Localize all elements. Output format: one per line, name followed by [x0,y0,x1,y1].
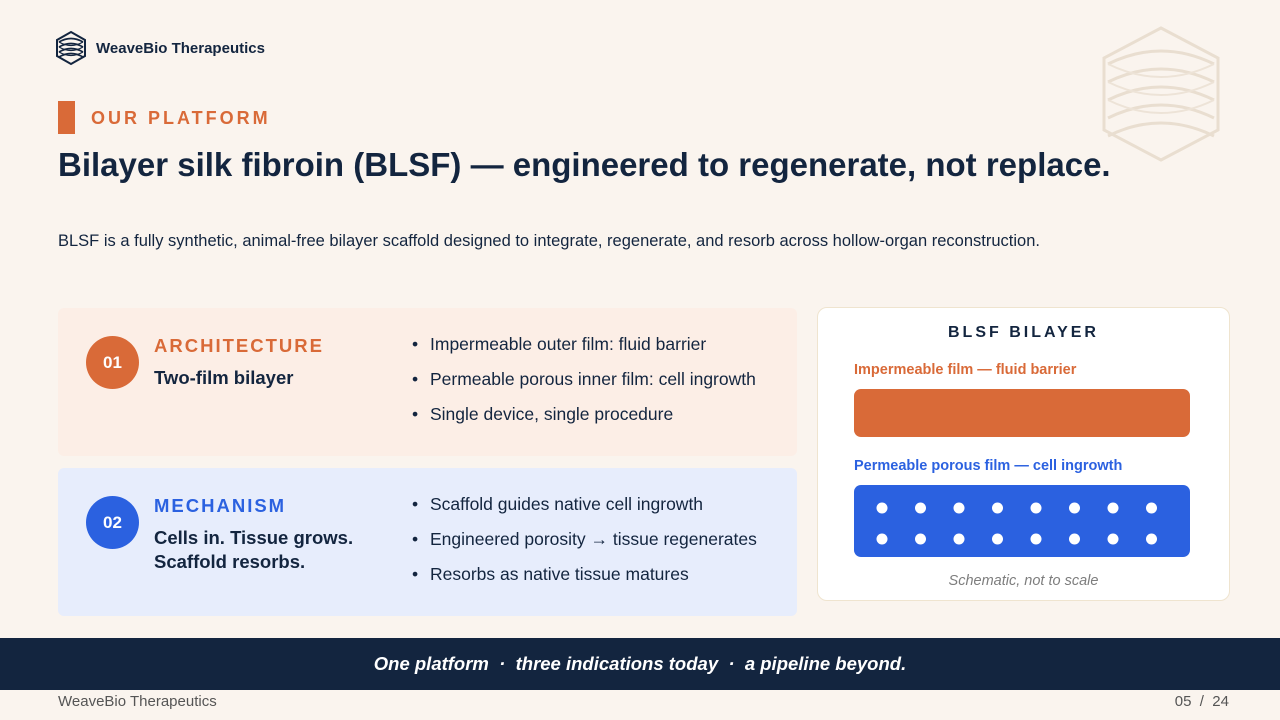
section-accent-bar [58,101,75,134]
pore-dot [1069,502,1080,514]
bullet-item: Engineered porosity → tissue regenerates [412,525,757,560]
pore-dot [992,533,1003,545]
card-label: ARCHITECTURE [154,335,324,356]
card-bullet-list: Impermeable outer film: fluid barrier Pe… [412,330,756,435]
pore-dot [1030,502,1042,514]
pore-dot [915,533,926,545]
section-eyebrow: OUR PLATFORM [91,108,271,128]
page-number: 05 / 24 [1174,693,1229,710]
card-number-badge: 02 [86,496,139,549]
watermark-logo-icon [1102,26,1220,162]
tagline-banner: One platform · three indications today ·… [0,638,1280,690]
card-heading: Cells in. Tissue grows. Scaffold resorbs… [154,527,354,572]
pore-dot [876,502,888,514]
impermeable-film-label: Impermeable film — fluid barrier [854,362,1077,378]
pore-dot [953,502,965,514]
footer-company: WeaveBio Therapeutics [58,693,217,710]
bullet-item: Resorbs as native tissue matures [412,560,757,595]
weave-logo-icon [56,30,86,66]
diagram-title: BLSF BILAYER [948,324,1099,341]
brand-name: WeaveBio Therapeutics [96,39,265,57]
architecture-card: 01 ARCHITECTURE Two-film bilayer Imperme… [58,308,797,456]
diagram-note: Schematic, not to scale [948,573,1099,589]
porous-film-layer [854,485,1190,557]
slide-title: Bilayer silk fibroin (BLSF) — engineered… [58,146,1111,183]
brand-logo: WeaveBio Therapeutics [54,30,265,66]
mechanism-card: 02 MECHANISM Cells in. Tissue grows. Sca… [58,468,797,616]
pore-dot [953,533,965,545]
bullet-item: Single device, single procedure [412,400,756,435]
bullet-item: Permeable porous inner film: cell ingrow… [412,365,756,400]
pore-dot [1107,502,1119,514]
pore-dot [1030,533,1042,545]
pore-dot [876,533,888,545]
bilayer-diagram-panel: BLSF BILAYER Impermeable film — fluid ba… [817,307,1230,601]
pore-dot [915,502,926,514]
card-label: MECHANISM [154,495,287,516]
card-bullet-list: Scaffold guides native cell ingrowth Eng… [412,490,757,595]
pore-dot [1146,533,1157,545]
pore-dot [1146,502,1157,514]
card-heading: Two-film bilayer [154,367,294,388]
card-number-badge: 01 [86,336,139,389]
porous-film-label: Permeable porous film — cell ingrowth [854,458,1123,474]
pore-dots [876,502,1157,545]
slide-subtitle: BLSF is a fully synthetic, animal-free b… [58,232,1040,250]
bullet-item: Impermeable outer film: fluid barrier [412,330,756,365]
bullet-item: Scaffold guides native cell ingrowth [412,490,757,525]
pore-dot [1069,533,1080,545]
pore-dot [992,502,1003,514]
impermeable-film-layer [854,389,1190,437]
pore-dot [1107,533,1119,545]
